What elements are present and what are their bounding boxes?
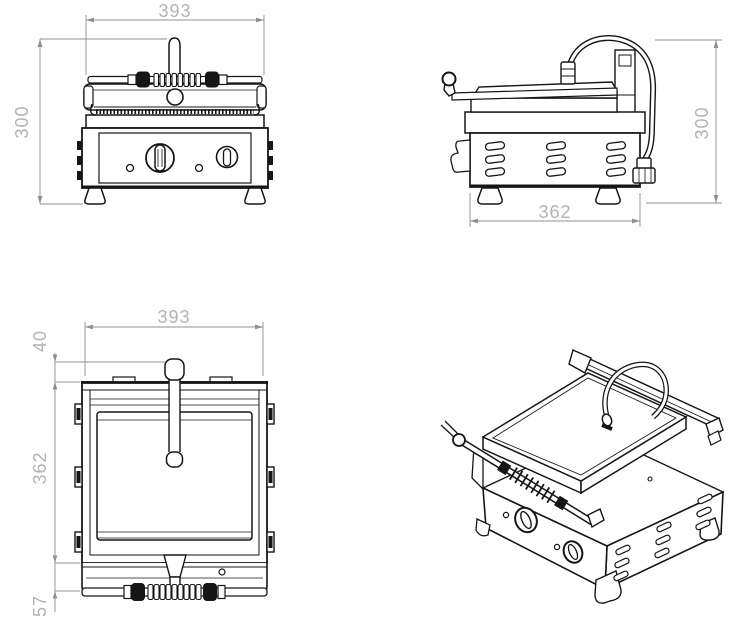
iso-handle-end-bracket bbox=[587, 508, 605, 529]
iso-handle-bar bbox=[440, 420, 605, 529]
iso-back-rail bbox=[568, 349, 724, 446]
front-view: 393 300 bbox=[12, 1, 273, 205]
front-height-dimension: 300 bbox=[12, 38, 167, 205]
indicator-light bbox=[125, 163, 135, 173]
side-depth-dimension: 362 bbox=[469, 193, 641, 227]
side-handle-bar bbox=[451, 87, 618, 101]
iso-indicator-light bbox=[502, 511, 510, 519]
top-handle-bar bbox=[81, 583, 268, 601]
iso-timer-knob bbox=[562, 540, 584, 564]
front-side-vents bbox=[77, 141, 273, 180]
front-hinge-pin bbox=[166, 88, 184, 106]
iso-power-cable bbox=[601, 361, 669, 431]
side-height-label: 300 bbox=[692, 106, 712, 139]
iso-vent-slots bbox=[613, 493, 713, 582]
top-offset-label: 40 bbox=[30, 330, 50, 352]
side-hinge-arm bbox=[614, 49, 636, 116]
iso-indicator-light bbox=[553, 543, 561, 551]
front-height-label: 300 bbox=[12, 105, 32, 138]
iso-lid-inner-border bbox=[492, 377, 677, 476]
iso-left-foot bbox=[475, 518, 491, 537]
power-cable bbox=[566, 35, 657, 164]
thermostat-knob bbox=[145, 143, 175, 173]
cable-gland bbox=[560, 61, 576, 85]
iso-lid-screw bbox=[647, 476, 653, 482]
side-height-dimension: 300 bbox=[646, 39, 722, 204]
iso-thermostat-knob bbox=[514, 506, 538, 534]
iso-handle-ball bbox=[452, 433, 466, 447]
top-depth-label: 362 bbox=[30, 451, 50, 484]
iso-lid-top bbox=[481, 372, 688, 482]
side-left-foot bbox=[477, 187, 503, 205]
top-view: 393 40 362 57 bbox=[30, 307, 275, 617]
front-handle-bar bbox=[87, 71, 263, 88]
top-front-offset-label: 57 bbox=[30, 595, 50, 617]
screw-hole bbox=[218, 568, 226, 576]
power-plug bbox=[632, 157, 656, 184]
front-width-dimension: 393 bbox=[85, 1, 265, 75]
top-left-dimensions: 40 362 57 bbox=[30, 330, 165, 617]
front-handle-grip-ribs bbox=[153, 72, 202, 88]
iso-handle-grip-ribs bbox=[509, 467, 556, 504]
side-handle-ball bbox=[441, 71, 457, 87]
side-vent-slots bbox=[484, 141, 627, 177]
top-width-dimension: 393 bbox=[84, 307, 264, 376]
front-width-label: 393 bbox=[158, 1, 191, 21]
side-latch-clip bbox=[450, 139, 471, 173]
indicator-light bbox=[194, 163, 204, 173]
top-handle-grip-ribs bbox=[147, 583, 202, 601]
front-right-foot bbox=[244, 187, 266, 205]
side-upper-plate bbox=[470, 97, 618, 113]
top-side-clips bbox=[74, 403, 275, 553]
top-cable-tube bbox=[164, 358, 185, 468]
side-view: 362 300 bbox=[441, 35, 722, 227]
front-cable-tube bbox=[168, 37, 181, 79]
side-depth-label: 362 bbox=[538, 202, 571, 222]
isometric-view bbox=[440, 349, 725, 604]
front-griddle-teeth bbox=[89, 103, 261, 116]
front-left-foot bbox=[84, 187, 106, 205]
front-lower-plate bbox=[85, 114, 265, 129]
timer-knob bbox=[215, 145, 239, 169]
top-width-label: 393 bbox=[157, 307, 190, 327]
side-lower-plate bbox=[464, 111, 646, 134]
iso-cable-gland bbox=[601, 413, 613, 427]
side-right-foot bbox=[595, 187, 621, 205]
